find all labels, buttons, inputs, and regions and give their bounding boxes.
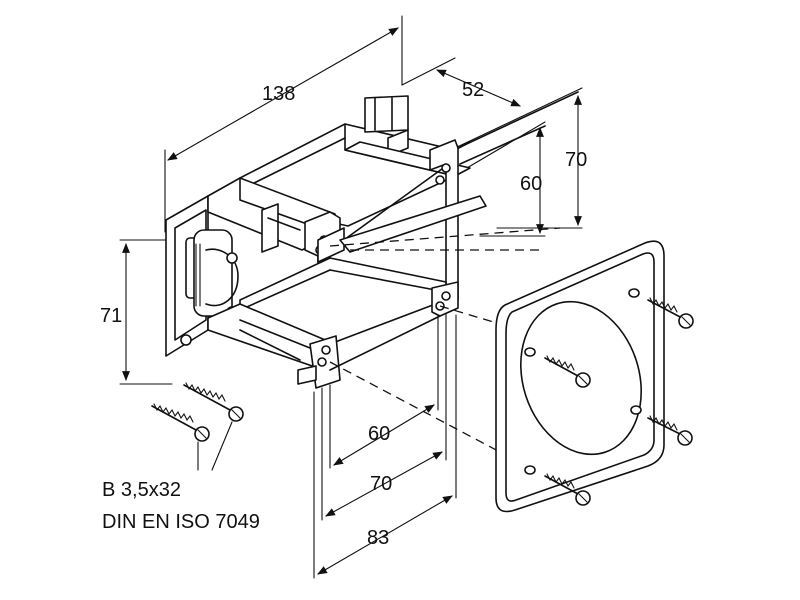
screw-mid-left <box>544 355 591 388</box>
screw-note-line1: B 3,5x32 <box>102 479 181 501</box>
dimension-label-70-horizontal: 70 <box>370 473 392 495</box>
screw-note-line2: DIN EN ISO 7049 <box>102 511 260 533</box>
dimension-label-52: 52 <box>462 79 484 101</box>
dimension-71: 71 <box>100 239 173 385</box>
dimension-60-horizontal: 60 <box>329 309 439 469</box>
screw-loose-lower <box>151 403 210 442</box>
dimension-52: 52 <box>401 57 521 107</box>
plate-screws <box>544 297 694 506</box>
dimension-70-vertical: 70 <box>454 87 587 229</box>
dimension-label-60-horizontal: 60 <box>368 423 390 445</box>
dimension-83: 83 <box>313 314 457 579</box>
screw-mid-right <box>647 415 693 446</box>
screw-loose-upper <box>183 382 244 422</box>
dimension-138: 138 <box>164 15 403 233</box>
screw-top-right <box>647 297 694 329</box>
dimension-label-70-vertical: 70 <box>565 149 587 171</box>
alignment-lines <box>329 227 561 453</box>
dimension-label-83: 83 <box>367 527 389 549</box>
installation-box <box>165 91 579 389</box>
dimension-label-71: 71 <box>100 305 122 327</box>
loose-screws <box>151 382 244 471</box>
dimension-label-138: 138 <box>262 83 295 105</box>
screw-bottom-left <box>544 473 591 506</box>
dimension-label-60-vertical: 60 <box>520 173 542 195</box>
screw-note: B 3,5x32 DIN EN ISO 7049 <box>102 479 260 533</box>
dimension-60-vertical: 60 <box>454 121 546 237</box>
